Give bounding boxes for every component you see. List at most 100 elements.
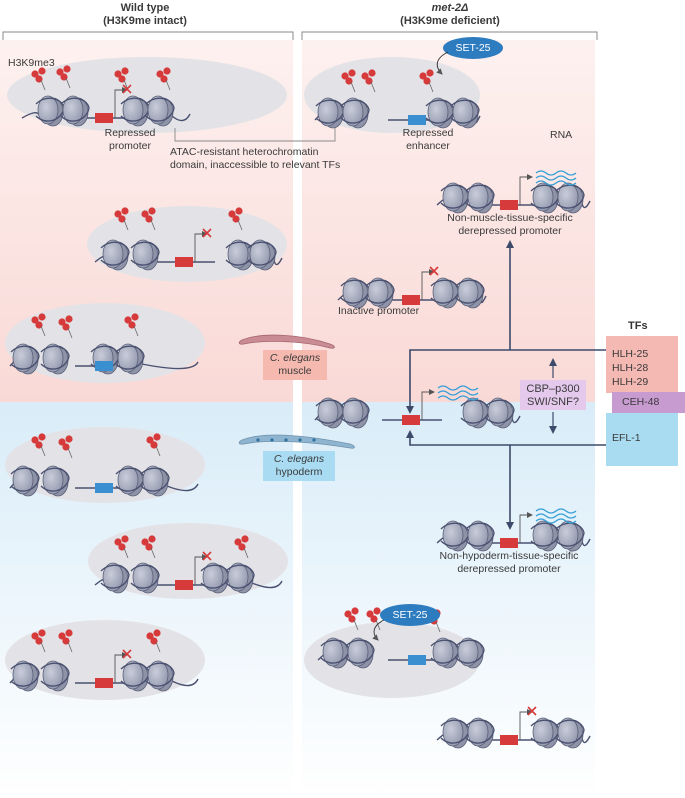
repressed-cross — [202, 551, 212, 561]
mutant-header: met-2Δ (H3K9me deficient) — [370, 2, 530, 28]
mark-tail — [353, 619, 359, 631]
h3k9me3-mark — [235, 207, 243, 215]
inactive-promoter-label: Inactive promoter — [338, 305, 420, 317]
rna-wave — [437, 385, 479, 391]
hypoderm-dot — [298, 438, 302, 442]
h3k9me3-mark — [31, 70, 39, 78]
repressed-enhancer-label: Repressed enhancer — [402, 127, 454, 152]
mark-tail — [150, 547, 156, 559]
mark-tail — [123, 219, 129, 231]
nucleosome-disc — [452, 97, 474, 127]
promoter-box — [500, 200, 518, 210]
h3k9me3-mark — [62, 443, 70, 451]
nonhypoderm-label: Non-hypoderm-tissue-specific derepressed… — [439, 550, 579, 575]
h3k9me3-mark — [163, 67, 171, 75]
tf-ceh-48: CEH-48 — [622, 396, 660, 408]
nucleosome-disc — [442, 717, 464, 747]
h3k9me3-mark — [62, 323, 70, 331]
promoter-box — [95, 678, 113, 688]
mark-tail — [155, 641, 161, 653]
h3k9me3-mark — [145, 215, 153, 223]
locus-wt-5 — [88, 523, 288, 599]
dna-wrap — [455, 279, 485, 304]
dna-wrap — [555, 184, 585, 209]
nucleosome-disc — [42, 660, 64, 690]
dna-wrap — [145, 662, 175, 687]
h3k9me3-mark — [148, 207, 156, 215]
rna-wave — [535, 175, 577, 181]
tss-arrow — [519, 709, 533, 740]
nucleosome-disc — [117, 465, 139, 495]
mark-tail — [165, 79, 171, 91]
tss-arrow — [114, 652, 128, 683]
nucleosome-disc — [37, 95, 59, 125]
dna-wrap — [555, 719, 585, 744]
nucleosome-disc — [342, 97, 364, 127]
h3k9me3-mark — [419, 72, 427, 80]
mark-tail — [150, 219, 156, 231]
wild-type-subtitle: (H3K9me intact) — [103, 15, 187, 27]
dna-wrap — [100, 564, 130, 589]
h3k9me3-mark — [153, 629, 161, 637]
promoter-box — [175, 580, 193, 590]
h3k9me3-mark — [348, 69, 356, 77]
set25-top-arrow — [436, 51, 449, 75]
h3k9me3-mark — [121, 535, 129, 543]
nucleosome-disc — [457, 637, 479, 667]
rna-wave — [535, 170, 577, 176]
locus-wt-6 — [5, 620, 205, 700]
enhancer-box — [408, 115, 426, 125]
rna-wave — [535, 180, 577, 186]
wild-type-title: Wild type — [120, 2, 170, 14]
h3k9me3-mark — [370, 615, 378, 623]
cbp-box — [520, 380, 586, 410]
mark-tail — [435, 621, 441, 633]
mark-tail — [155, 445, 161, 457]
locus-mut-7 — [436, 706, 591, 749]
dna-wrap — [145, 97, 175, 122]
dna-wrap — [130, 241, 160, 266]
h3k9me3-mark — [348, 615, 356, 623]
h3k9me3-mark — [35, 637, 43, 645]
nucleosome-disc — [142, 465, 164, 495]
nucleosome-disc — [322, 637, 344, 667]
h3k9me3-mark — [35, 441, 43, 449]
nucleosome-disc — [12, 465, 34, 495]
h3k9me3-mark — [146, 436, 154, 444]
h3k9me3-mark — [232, 215, 240, 223]
nucleosome-disc — [227, 562, 249, 592]
atac-label: ATAC-resistant heterochromatin domain, i… — [170, 146, 341, 171]
mark-tail — [67, 641, 73, 653]
h3k9me3-mark — [131, 313, 139, 321]
nucleosome-disc — [12, 660, 34, 690]
h3k9me3-mark — [228, 210, 236, 218]
h3k9me3-mark — [38, 313, 46, 321]
mark-tail — [40, 325, 46, 337]
h3k9me3-mark — [373, 607, 381, 615]
tss-arrow — [194, 554, 208, 585]
mark-tail — [40, 79, 46, 91]
panel-divider — [293, 40, 302, 798]
h3k9me3-mark — [31, 316, 39, 324]
mark-tail — [65, 77, 71, 89]
nucleosome-disc — [122, 95, 144, 125]
dna-wrap — [130, 564, 160, 589]
mutant-bracket — [301, 31, 598, 40]
h3k9me3-mark — [145, 543, 153, 551]
nucleosome-disc — [147, 660, 169, 690]
h3k9me3-mark — [238, 543, 246, 551]
h3k9me3-mark — [38, 629, 46, 637]
nucleosome-disc — [42, 343, 64, 373]
h3k9me3-mark — [114, 538, 122, 546]
muscle-worm — [238, 334, 335, 349]
dna — [141, 361, 199, 370]
hypoderm-dot — [284, 438, 288, 442]
dna-wrap — [225, 564, 255, 589]
h3k9me3-mark — [345, 77, 353, 85]
h3k9me3-mark — [58, 632, 66, 640]
h3k9me3-mark — [35, 321, 43, 329]
dna-wrap — [40, 345, 70, 370]
mark-tail — [67, 327, 73, 339]
h3k9me3-mark — [351, 607, 359, 615]
hypoderm-dot — [312, 438, 316, 442]
